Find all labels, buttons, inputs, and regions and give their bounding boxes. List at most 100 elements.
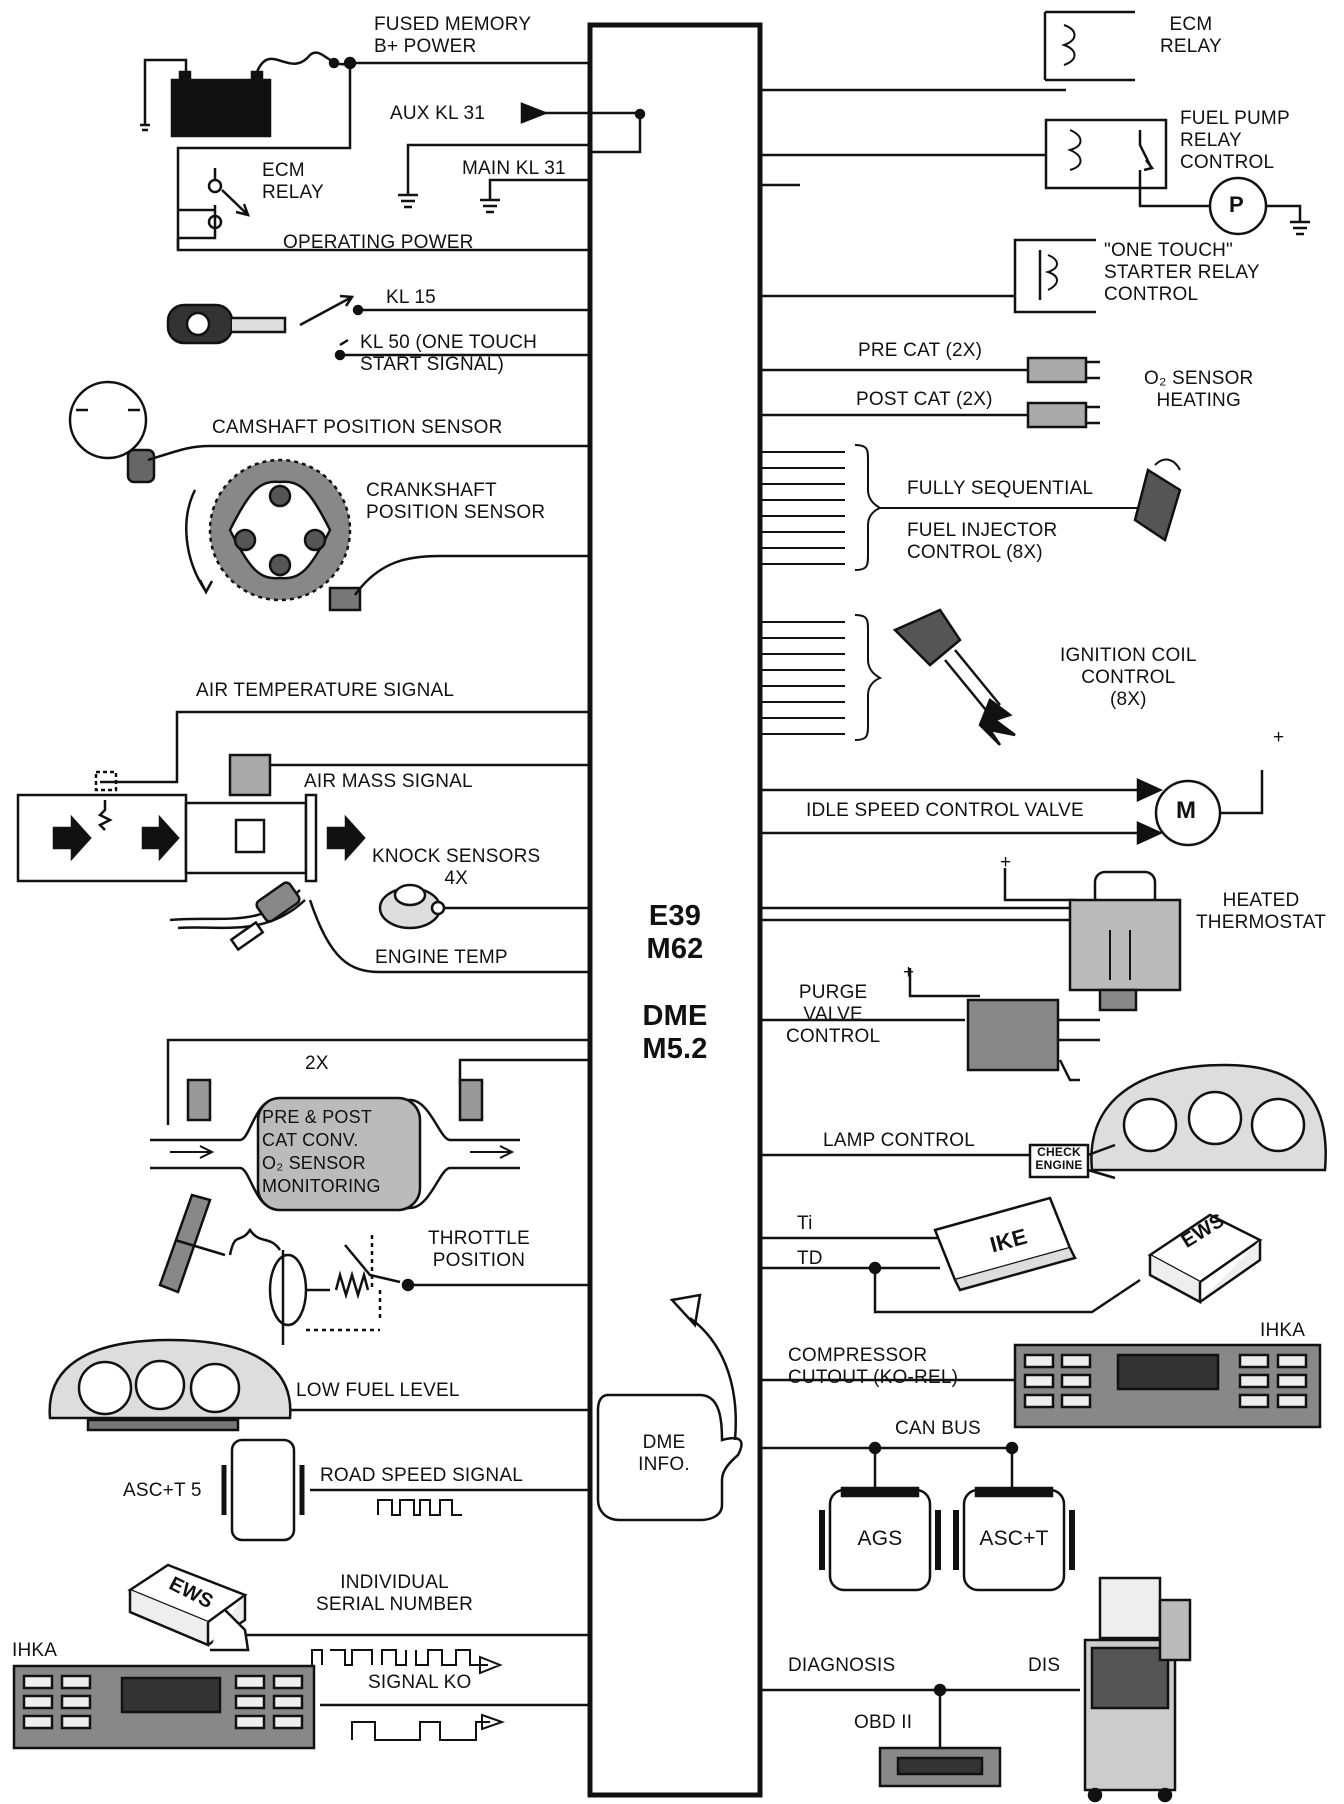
air-mass-label: AIR MASS SIGNAL xyxy=(304,771,473,792)
diagnosis-label: DIAGNOSIS xyxy=(788,1655,896,1676)
battery-icon xyxy=(140,51,351,138)
ignition-lines xyxy=(760,614,883,741)
ews-module-left-icon xyxy=(127,1563,250,1652)
idle-speed-label: IDLE SPEED CONTROL VALVE xyxy=(806,800,1084,821)
motor-symbol: M xyxy=(1176,797,1197,824)
asct-label: ASC+T xyxy=(979,1527,1049,1550)
dme-info-label: DME INFO. xyxy=(638,1432,690,1475)
road-speed-pulse xyxy=(377,1499,462,1516)
air-mass-meter-icon xyxy=(16,753,366,883)
injector-icon xyxy=(1133,458,1182,542)
fuel-pump-label: FUEL PUMP RELAY CONTROL xyxy=(1180,108,1290,173)
thermostat-wire xyxy=(760,868,1075,922)
dis-label: DIS xyxy=(1028,1655,1061,1676)
o2-heating-label: O₂ SENSOR HEATING xyxy=(1144,368,1254,411)
engine-temp-label: ENGINE TEMP xyxy=(375,947,508,968)
can-bus-label: CAN BUS xyxy=(895,1418,981,1439)
ignition-label: IGNITION COIL CONTROL (8X) xyxy=(1060,645,1197,710)
ews-right-icon xyxy=(1147,1213,1263,1305)
injector-label-a: FULLY SEQUENTIAL xyxy=(907,478,1094,499)
asc-t5-label: ASC+T 5 xyxy=(123,1480,202,1501)
key-icon xyxy=(166,294,355,345)
kl50-label: KL 50 (ONE TOUCH START SIGNAL) xyxy=(360,332,538,375)
starter-relay xyxy=(1013,238,1096,314)
thermostat-label: HEATED THERMOSTAT xyxy=(1196,890,1327,933)
ecm-relay-left-label: ECM RELAY xyxy=(262,160,324,203)
camshaft-wire xyxy=(147,444,590,462)
air-temp-label: AIR TEMPERATURE SIGNAL xyxy=(196,680,455,701)
purge-label: PURGE VALVE CONTROL xyxy=(786,982,881,1047)
fuel-pump-relay xyxy=(1044,118,1168,190)
starter-label: "ONE TOUCH" STARTER RELAY CONTROL xyxy=(1104,240,1260,305)
compressor-label: COMPRESSOR CUTOUT (KO-REL) xyxy=(788,1345,959,1388)
knock-sensor-icon xyxy=(378,883,446,930)
td-label: TD xyxy=(797,1248,823,1269)
kl50-wire xyxy=(339,338,590,357)
aux-kl31-label: AUX KL 31 xyxy=(390,103,486,124)
instrument-cluster-icon xyxy=(48,1338,292,1432)
thermostat-plus: + xyxy=(1000,852,1012,873)
serial-pulse xyxy=(311,1649,503,1675)
asc-module-icon xyxy=(221,1438,305,1542)
injector-lines xyxy=(760,444,1145,571)
catalytic-converter-icon xyxy=(150,1038,590,1212)
pump-symbol: P xyxy=(1229,192,1244,217)
ti-label: Ti xyxy=(797,1213,813,1234)
ike-icon xyxy=(933,1196,1077,1292)
serial-number-label: INDIVIDUAL SERIAL NUMBER xyxy=(316,1572,474,1615)
camshaft-label: CAMSHAFT POSITION SENSOR xyxy=(212,417,503,438)
ihka-right-label: IHKA xyxy=(1260,1320,1306,1341)
ecu-model-line4: M5.2 xyxy=(642,1033,708,1065)
ihka-left-label: IHKA xyxy=(12,1640,58,1661)
pre-cat-label: PRE CAT (2X) xyxy=(858,340,983,361)
ecu-model-line2: M62 xyxy=(646,933,704,965)
post-cat-label: POST CAT (2X) xyxy=(856,389,993,410)
crankshaft-sensor-icon xyxy=(185,458,362,612)
can-bus-wire xyxy=(760,1446,1014,1490)
ags-label: AGS xyxy=(857,1527,903,1550)
purge-valve-wire xyxy=(760,968,980,1022)
kl15-label: KL 15 xyxy=(386,287,436,308)
ecm-relay-right xyxy=(760,10,1135,92)
engine-temp-sensor-icon xyxy=(169,881,306,952)
signal-ko-label: SIGNAL KO xyxy=(368,1672,472,1693)
purge-plus: + xyxy=(903,962,915,983)
throttle-label: THROTTLE POSITION xyxy=(428,1228,530,1271)
ecu-model-line3: DME xyxy=(642,1000,708,1032)
aux-kl31-wire xyxy=(545,111,642,154)
ihka-panel-left-icon xyxy=(12,1664,316,1750)
ignition-coil-icon xyxy=(892,608,1016,746)
engine-temp-wire xyxy=(308,899,590,974)
idle-speed-wire xyxy=(760,788,1145,835)
road-speed-label: ROAD SPEED SIGNAL xyxy=(320,1465,523,1486)
obd-label: OBD II xyxy=(854,1712,913,1733)
purge-valve-icon xyxy=(966,998,1100,1082)
crankshaft-wire xyxy=(353,554,590,596)
knock-label: KNOCK SENSORS 4X xyxy=(372,846,541,889)
cat-monitoring-label: PRE & POST CAT CONV. O₂ SENSOR MONITORIN… xyxy=(262,1107,381,1196)
air-temp-wire xyxy=(100,710,590,784)
ignition-plus: + xyxy=(1273,727,1285,748)
cat-count-label: 2X xyxy=(305,1053,329,1074)
td-wire xyxy=(760,1266,1141,1314)
dis-tester-icon xyxy=(1083,1576,1192,1803)
ecm-relay-right-label: ECM RELAY xyxy=(1160,14,1222,57)
fused-memory-label: FUSED MEMORY B+ POWER xyxy=(374,14,532,57)
injector-label-b: FUEL INJECTOR CONTROL (8X) xyxy=(907,520,1058,563)
operating-power-label: OPERATING POWER xyxy=(283,232,474,253)
throttle-icon xyxy=(158,1193,401,1345)
low-fuel-label: LOW FUEL LEVEL xyxy=(296,1380,460,1401)
ecm-relay-switch xyxy=(176,168,250,250)
main-kl31-wire xyxy=(398,143,590,209)
camshaft-sensor-icon xyxy=(68,380,156,484)
diagnosis-wire xyxy=(760,1688,1080,1748)
dme-info-bubble xyxy=(596,1393,743,1522)
main-kl31-label: MAIN KL 31 xyxy=(462,158,566,179)
fused-memory-wire xyxy=(176,61,590,252)
check-engine-label: CHECK ENGINE xyxy=(1035,1145,1083,1172)
cluster-right-icon xyxy=(1028,1063,1327,1180)
dme-info-arrow xyxy=(669,1293,737,1441)
ecu-model-line1: E39 xyxy=(648,900,702,932)
signal-ko-pulse xyxy=(351,1713,506,1741)
